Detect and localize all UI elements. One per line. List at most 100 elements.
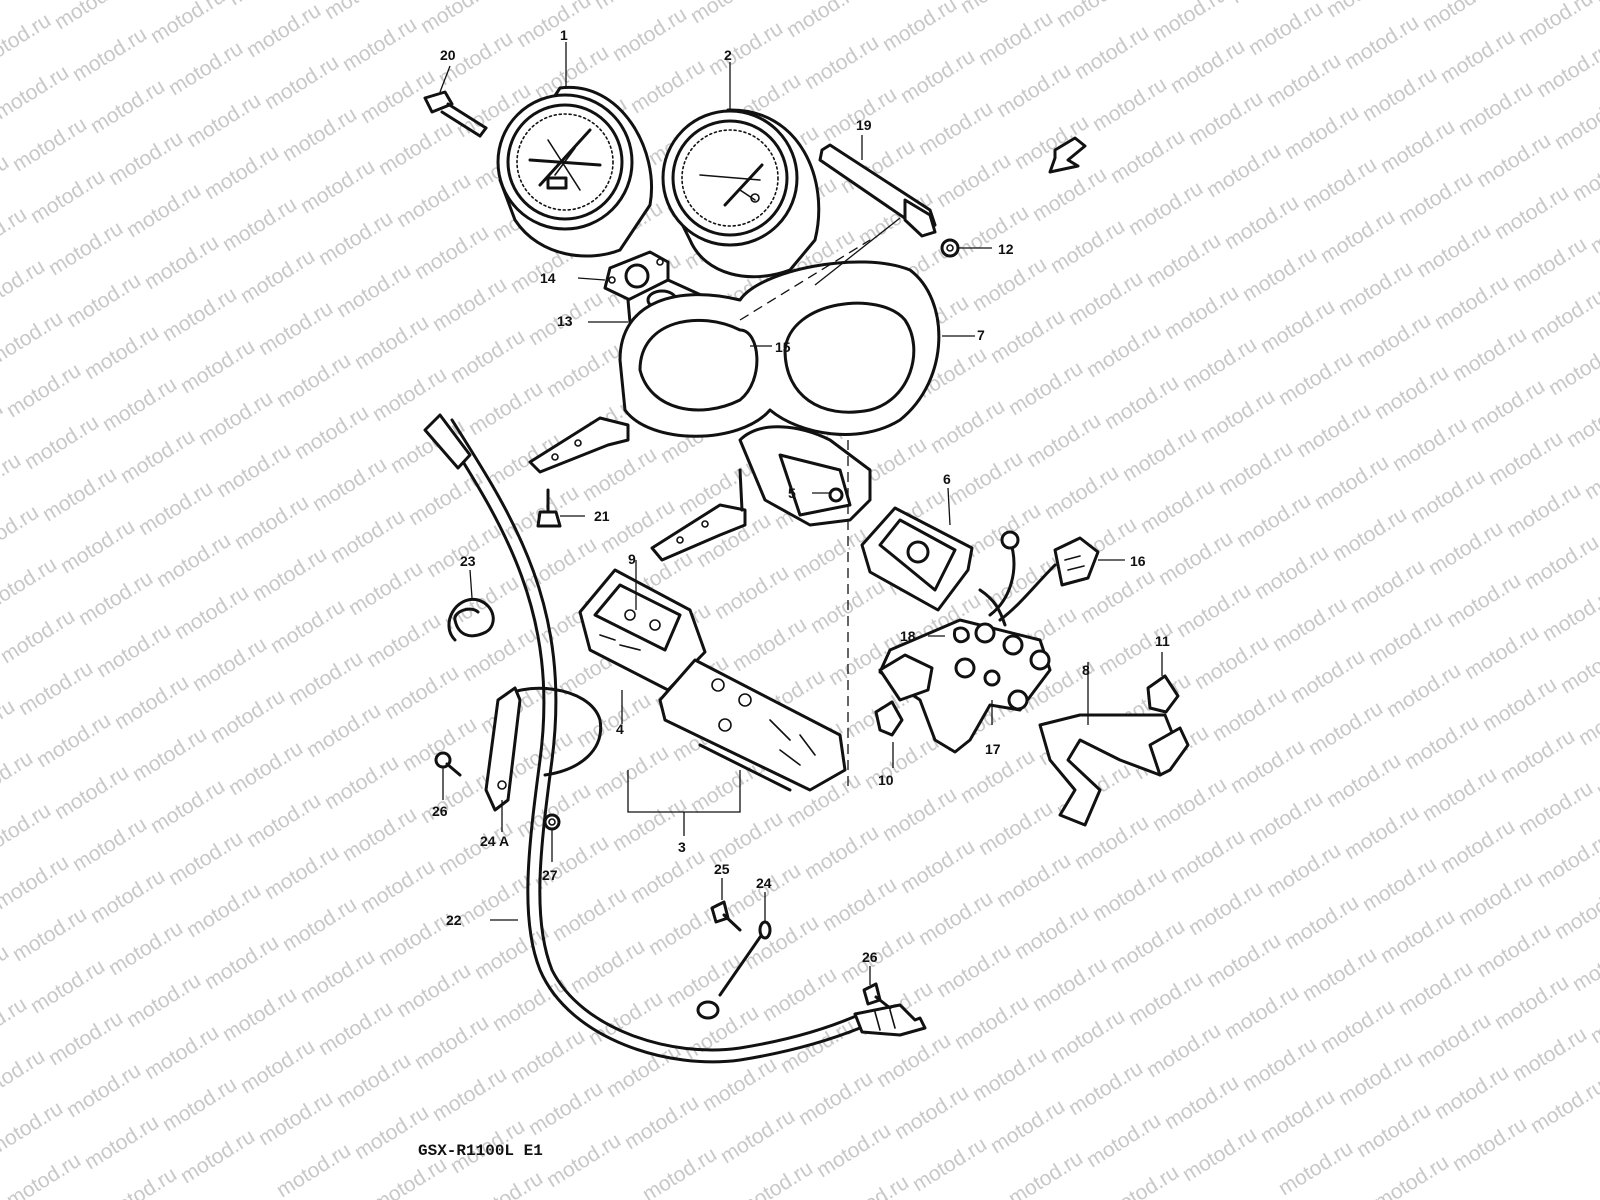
watermark-text: motod.ru bbox=[1502, 479, 1584, 542]
watermark-text: motod.ru bbox=[992, 59, 1074, 122]
watermark-text: motod.ru bbox=[236, 1035, 318, 1098]
callout-8: 8 bbox=[1082, 662, 1090, 678]
watermark-text: motod.ru bbox=[44, 217, 126, 280]
watermark-text: motod.ru bbox=[590, 0, 672, 14]
part-2-speedometer bbox=[661, 108, 821, 279]
watermark-text: motod.ru bbox=[164, 827, 246, 890]
watermark-text: motod.ru bbox=[2, 359, 84, 422]
watermark-text: motod.ru bbox=[1436, 25, 1518, 88]
watermark-text: motod.ru bbox=[1454, 867, 1536, 930]
watermark-text: motod.ru bbox=[1322, 0, 1404, 22]
watermark-text: motod.ru bbox=[422, 519, 504, 582]
callout-21: 21 bbox=[594, 508, 610, 524]
callout-6: 6 bbox=[943, 471, 951, 487]
watermark-text: motod.ru bbox=[566, 935, 648, 998]
watermark-text: motod.ru bbox=[0, 255, 49, 318]
watermark-text: motod.ru bbox=[1238, 243, 1320, 306]
callout-1: 1 bbox=[560, 27, 568, 43]
watermark-text: motod.ru bbox=[1496, 725, 1578, 788]
watermark-text: motod.ru bbox=[410, 1011, 492, 1074]
watermark-text: motod.ru bbox=[1406, 465, 1488, 528]
watermark-text: motod.ru bbox=[338, 803, 420, 866]
watermark-text: motod.ru bbox=[320, 0, 402, 24]
watermark-text: motod.ru bbox=[80, 321, 162, 384]
watermark-text: motod.ru bbox=[314, 997, 396, 1060]
watermark-text: motod.ru bbox=[1376, 115, 1458, 178]
watermark-text: motod.ru bbox=[1304, 697, 1386, 760]
watermark-text: motod.ru bbox=[272, 349, 354, 412]
watermark-text: motod.ru bbox=[1124, 967, 1206, 1030]
watermark-text: motod.ru bbox=[0, 851, 73, 914]
watermark-text: motod.ru bbox=[134, 477, 216, 540]
watermark-text: motod.ru bbox=[1352, 309, 1434, 372]
watermark-text: motod.ru bbox=[1442, 569, 1524, 632]
part-26-bolt-bottom bbox=[862, 982, 892, 1010]
part-27-nut bbox=[543, 813, 561, 831]
watermark-text: motod.ru bbox=[818, 83, 900, 146]
part-12-nut bbox=[940, 238, 960, 258]
watermark-text: motod.ru bbox=[734, 1157, 816, 1200]
watermark-text: motod.ru bbox=[1520, 531, 1600, 594]
watermark-text: motod.ru bbox=[1262, 49, 1344, 112]
watermark-text: motod.ru bbox=[68, 813, 150, 876]
watermark-text: motod.ru bbox=[1196, 385, 1278, 448]
model-label: GSX-R1100L E1 bbox=[418, 1142, 543, 1160]
watermark-text: motod.ru bbox=[980, 551, 1062, 614]
watermark-text: motod.ru bbox=[512, 779, 594, 842]
watermark-text: motod.ru bbox=[230, 491, 312, 554]
callout-labels: 1 2 3 4 5 6 7 8 9 10 11 12 13 14 15 16 1… bbox=[432, 27, 1170, 965]
watermark-text: motod.ru bbox=[1178, 333, 1260, 396]
watermark-text: motod.ru bbox=[1136, 475, 1218, 538]
watermark-text: motod.ru bbox=[26, 165, 108, 228]
watermark-text: motod.ru bbox=[1436, 815, 1518, 878]
watermark-text: motod.ru bbox=[320, 751, 402, 814]
watermark-text: motod.ru bbox=[1298, 153, 1380, 216]
watermark-text: motod.ru bbox=[1154, 527, 1236, 590]
watermark-text: motod.ru bbox=[1040, 461, 1122, 524]
watermark-text: motod.ru bbox=[158, 1073, 240, 1136]
callout-2: 2 bbox=[724, 47, 732, 63]
callout-16: 16 bbox=[1130, 553, 1146, 569]
callout-9: 9 bbox=[628, 551, 636, 567]
watermark-text: motod.ru bbox=[146, 775, 228, 838]
watermark-text: motod.ru bbox=[0, 993, 31, 1056]
watermark-text: motod.ru bbox=[524, 1077, 606, 1140]
watermark-text: motod.ru bbox=[128, 723, 210, 786]
watermark-text: motod.ru bbox=[446, 325, 528, 388]
watermark-text: motod.ru bbox=[1340, 11, 1422, 74]
watermark-text: motod.ru bbox=[350, 311, 432, 374]
watermark-text: motod.ru bbox=[1412, 219, 1494, 282]
watermark-text: motod.ru bbox=[1334, 257, 1416, 320]
watermark-text: motod.ru bbox=[170, 581, 252, 644]
watermark-text: motod.ru bbox=[1418, 0, 1500, 36]
watermark-text: motod.ru bbox=[212, 439, 294, 502]
watermark-text: motod.ru bbox=[122, 969, 204, 1032]
watermark-text: motod.ru bbox=[1238, 1033, 1320, 1096]
watermark-text: motod.ru bbox=[1526, 285, 1600, 348]
watermark-text: motod.ru bbox=[92, 619, 174, 682]
watermark-text: motod.ru bbox=[374, 117, 456, 180]
watermark-text: motod.ru bbox=[1448, 1113, 1530, 1176]
watermark-text: motod.ru bbox=[68, 23, 150, 86]
watermark-text: motod.ru bbox=[38, 463, 120, 526]
watermark-text: motod.ru bbox=[1106, 915, 1188, 978]
watermark-text: motod.ru bbox=[140, 231, 222, 294]
watermark-text: motod.ru bbox=[914, 97, 996, 160]
part-22-speedometer-cable bbox=[423, 413, 927, 1064]
watermark-text: motod.ru bbox=[1412, 1009, 1494, 1072]
watermark-text: motod.ru bbox=[1226, 735, 1308, 798]
watermark-text: motod.ru bbox=[356, 855, 438, 918]
watermark-text: motod.ru bbox=[344, 557, 426, 620]
watermark-text: motod.ru bbox=[1166, 35, 1248, 98]
watermark-text: motod.ru bbox=[1568, 933, 1600, 996]
watermark-text: motod.ru bbox=[194, 387, 276, 450]
watermark-text: motod.ru bbox=[308, 453, 390, 516]
callout-10: 10 bbox=[878, 772, 894, 788]
watermark-text: motod.ru bbox=[818, 873, 900, 936]
watermark-text: motod.ru bbox=[620, 1091, 702, 1154]
watermark-text: motod.ru bbox=[1064, 1057, 1146, 1120]
part-18-socket bbox=[878, 626, 970, 702]
part-5-lower-case bbox=[650, 425, 872, 562]
watermark-text: motod.ru bbox=[1358, 63, 1440, 126]
watermark-text: motod.ru bbox=[20, 411, 102, 474]
